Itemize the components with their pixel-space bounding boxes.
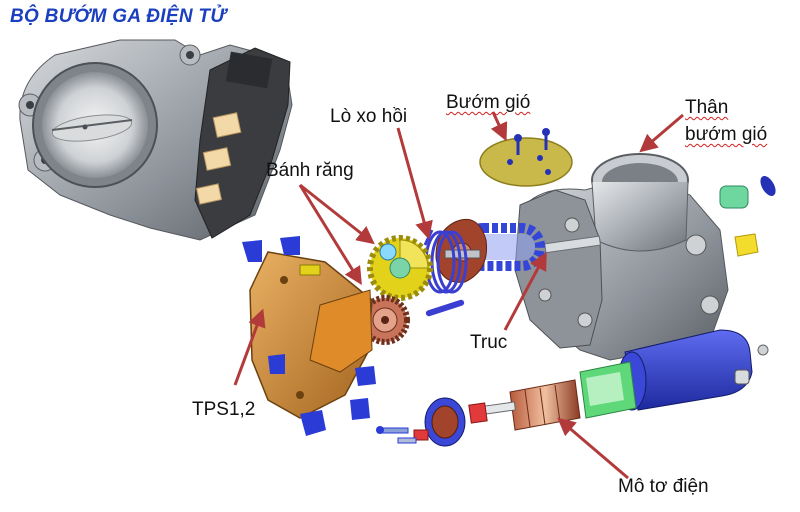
bushing-parts <box>719 176 776 356</box>
label-motor: Mô tơ điện <box>618 476 709 497</box>
label-throttle-valve: Bướm gió <box>446 92 531 113</box>
label-throttle-body-line1: Thân <box>685 97 729 118</box>
diagram-title: BỘ BƯỚM GA ĐIỆN TỬ <box>10 6 226 27</box>
assembled-throttle-body <box>18 39 293 241</box>
electric-motor <box>468 329 753 431</box>
retaining-clips <box>242 236 376 436</box>
label-gears: Bánh răng <box>266 160 354 181</box>
motor-end-cap <box>376 397 466 447</box>
leader-arrows <box>233 111 684 480</box>
yellow-gear <box>367 235 433 301</box>
throttle-shaft <box>544 235 601 254</box>
intermediate-gear <box>360 295 410 345</box>
throttle-body-housing <box>514 153 729 361</box>
tps-sensor-plate <box>249 251 373 419</box>
label-tps: TPS1,2 <box>192 399 256 420</box>
label-shaft: Truc <box>470 332 508 353</box>
label-return-spring: Lò xo hồi <box>330 106 408 127</box>
label-throttle-body-line2: bướm gió <box>685 124 768 145</box>
throttle-valve-plate <box>479 128 573 187</box>
